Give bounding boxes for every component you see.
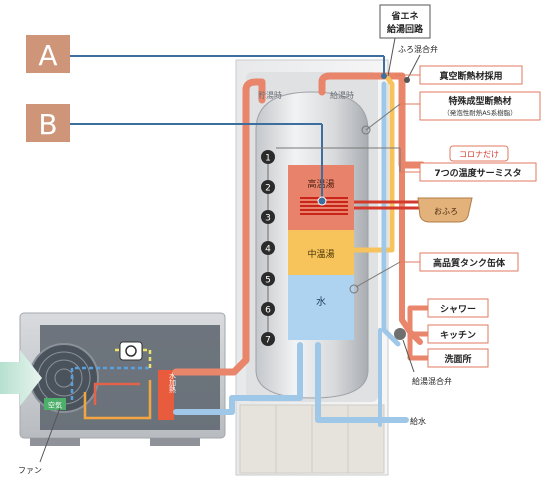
water-supply-label: 給水 [410, 416, 426, 426]
hot-pipe-right-down [399, 97, 423, 345]
water-supply-pipe [315, 342, 409, 423]
callout-vacuum-insulation: 真空断熱材採用 [395, 65, 523, 85]
thermistor-dot-5: 5 [261, 272, 275, 286]
corona-badge [449, 145, 509, 162]
thermistor-dot-1: 1 [261, 150, 275, 164]
mid-temp-layer [288, 230, 354, 275]
corona-only-label: コロナだけ [459, 150, 499, 159]
thermistor-dot-7: 7 [261, 332, 275, 346]
callout-special-insulation: 特殊成型断熱材 （発泡性耐熱AS系樹脂） [361, 91, 541, 135]
callout-thermistor: コロナだけ 7つの温度サーミスタ [276, 145, 537, 182]
thermistor-number: 5 [265, 276, 271, 286]
fixture-shower: シャワー [427, 298, 489, 318]
water-label: 水 [316, 296, 326, 308]
bath-tub-icon [417, 197, 473, 223]
special-insulation-sublabel: （発泡性耐熱AS系樹脂） [443, 108, 517, 117]
hot-pipe-heatpump-out [172, 78, 266, 376]
bath-label: おふろ [434, 207, 458, 216]
shower-label: シャワー [440, 304, 476, 315]
fixture-branch-shower [407, 305, 431, 337]
mid-temp-label: 中温湯 [307, 248, 334, 260]
cold-pipe-to-heatpump [173, 342, 303, 415]
marker-a-label: A [38, 39, 57, 72]
cabinet-base [239, 404, 385, 474]
hot-pipe-supply-top [318, 72, 426, 169]
callout-eco-circuit: 省エネ 給湯回路 [379, 4, 431, 77]
air-label: 空気 [48, 401, 62, 410]
tank-label: 高品質タンク缶体 [433, 257, 506, 269]
thermistor-dot-3: 3 [261, 210, 275, 224]
washroom-label: 洗面所 [444, 353, 471, 365]
tank-layers: 高温湯 中温湯 水 [288, 165, 354, 340]
thermistor-number: 4 [265, 245, 271, 255]
thermistor-number: 2 [265, 184, 271, 194]
warm-pipe [333, 73, 395, 253]
air-intake-arrow [0, 350, 42, 406]
bath-mix-valve-point [404, 77, 410, 83]
air-label-box [44, 398, 66, 410]
cold-pipe-right [381, 81, 401, 347]
compressor-icon [119, 341, 143, 361]
outdoor-heat-pump-unit: 空気 水加熱 [0, 312, 226, 446]
callout-fan: ファン [18, 407, 61, 475]
thermistor-number: 6 [265, 306, 271, 316]
marker-b-label: B [38, 108, 57, 141]
marker-a: A [26, 35, 387, 79]
callout-bath-mix-valve: ふろ混合弁 [398, 44, 438, 83]
supply-mix-valve-point [394, 328, 406, 340]
thermistor-dot-6: 6 [261, 302, 275, 316]
callout-supply-mix-valve: 給湯混合弁 [394, 328, 452, 386]
fixture-washroom: 洗面所 [427, 348, 489, 368]
thermistor-number: 7 [265, 336, 271, 346]
thermistor-column: 1 2 3 4 5 6 7 [261, 150, 275, 346]
outdoor-unit-feet [30, 438, 80, 446]
special-insulation-label: 特殊成型断熱材 [448, 95, 511, 107]
marker-b: B [26, 104, 327, 206]
thermistor-number: 1 [265, 154, 271, 164]
bath-mix-valve-label: ふろ混合弁 [398, 44, 438, 54]
marker-a-point [381, 73, 387, 79]
storage-mode-label: 貯湯時 [258, 90, 282, 100]
thermistor-number: 3 [265, 214, 271, 224]
eco-circuit-line2: 給湯回路 [387, 23, 424, 35]
kitchen-label: キッチン [440, 330, 476, 341]
fixture-kitchen: キッチン [427, 324, 489, 344]
water-layer [288, 275, 354, 340]
supply-mix-valve-label: 給湯混合弁 [412, 376, 452, 386]
pipes [172, 72, 431, 427]
marker-b-point [317, 196, 327, 206]
fan-label: ファン [18, 466, 42, 475]
vacuum-insulation-label: 真空断熱材採用 [439, 70, 502, 82]
callout-tank: 高品質タンク缶体 [349, 252, 519, 294]
supply-mode-label: 給湯時 [330, 90, 354, 100]
thermistor-dot-2: 2 [261, 180, 275, 194]
thermistor-dot-4: 4 [261, 241, 275, 255]
thermistor-label: 7つの温度サーミスタ [434, 167, 521, 179]
fixture-branch-washroom [407, 331, 431, 361]
eco-circuit-line1: 省エネ [390, 10, 418, 22]
bath-tub: おふろ [417, 197, 473, 223]
water-heat-exchanger [158, 370, 174, 420]
